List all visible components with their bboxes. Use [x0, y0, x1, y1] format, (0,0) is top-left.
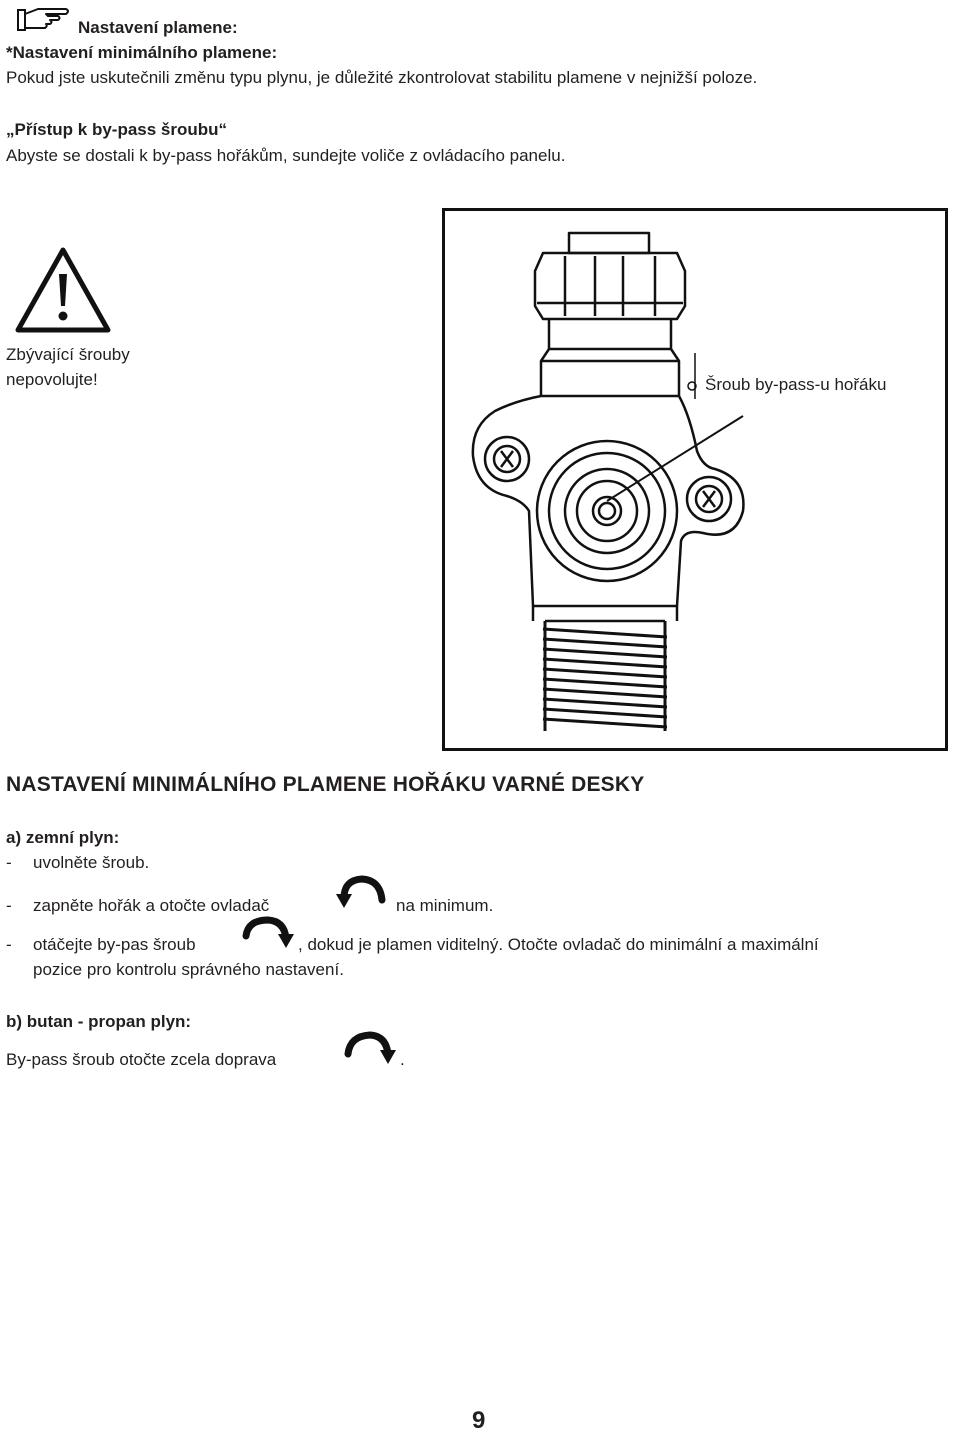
- rotate-screw-icon: [242, 916, 294, 948]
- warning-triangle-icon: [15, 247, 111, 333]
- step3-line2: pozice pro kontrolu správného nastavení.: [33, 960, 344, 979]
- lpg-suffix: .: [400, 1050, 405, 1069]
- step2-dash: -: [6, 896, 12, 915]
- step1-dash: -: [6, 853, 12, 872]
- step3-text: otáčejte by-pas šroub: [33, 935, 196, 954]
- valve-drawing: [471, 231, 745, 731]
- step2-text: zapněte hořák a otočte ovladač: [33, 896, 270, 915]
- callout-label: Šroub by-pass-u hořáku: [705, 375, 887, 394]
- access-text: Abyste se dostali k by-pass hořákům, sun…: [6, 146, 566, 165]
- access-title: „Přístup k by-pass šroubu“: [6, 120, 228, 139]
- page-number: 9: [472, 1407, 486, 1434]
- section-title: Nastavení plamene:: [78, 18, 238, 37]
- valve-figure: Šroub by-pass-u hořáku: [442, 208, 948, 751]
- main-heading: NASTAVENÍ MINIMÁLNÍHO PLAMENE HOŘÁKU VAR…: [6, 773, 645, 796]
- warning-line-1: Zbývající šrouby: [6, 345, 130, 364]
- rotate-right-icon: [344, 1031, 396, 1064]
- pointing-hand-icon: [17, 8, 69, 31]
- intro-text: Pokud jste uskutečnili změnu typu plynu,…: [6, 68, 758, 87]
- step2-suffix: na minimum.: [396, 896, 494, 915]
- step3-dash: -: [6, 935, 12, 954]
- natural-gas-title: a) zemní plyn:: [6, 828, 120, 847]
- lpg-text: By-pass šroub otočte zcela doprava: [6, 1050, 277, 1069]
- step1-text: uvolněte šroub.: [33, 853, 150, 872]
- lpg-title: b) butan - propan plyn:: [6, 1012, 192, 1031]
- step3-suffix: , dokud je plamen viditelný. Otočte ovla…: [298, 935, 819, 954]
- warning-line-2: nepovolujte!: [6, 370, 98, 389]
- rotate-knob-icon: [336, 875, 386, 908]
- subsection-title: *Nastavení minimálního plamene:: [6, 43, 278, 62]
